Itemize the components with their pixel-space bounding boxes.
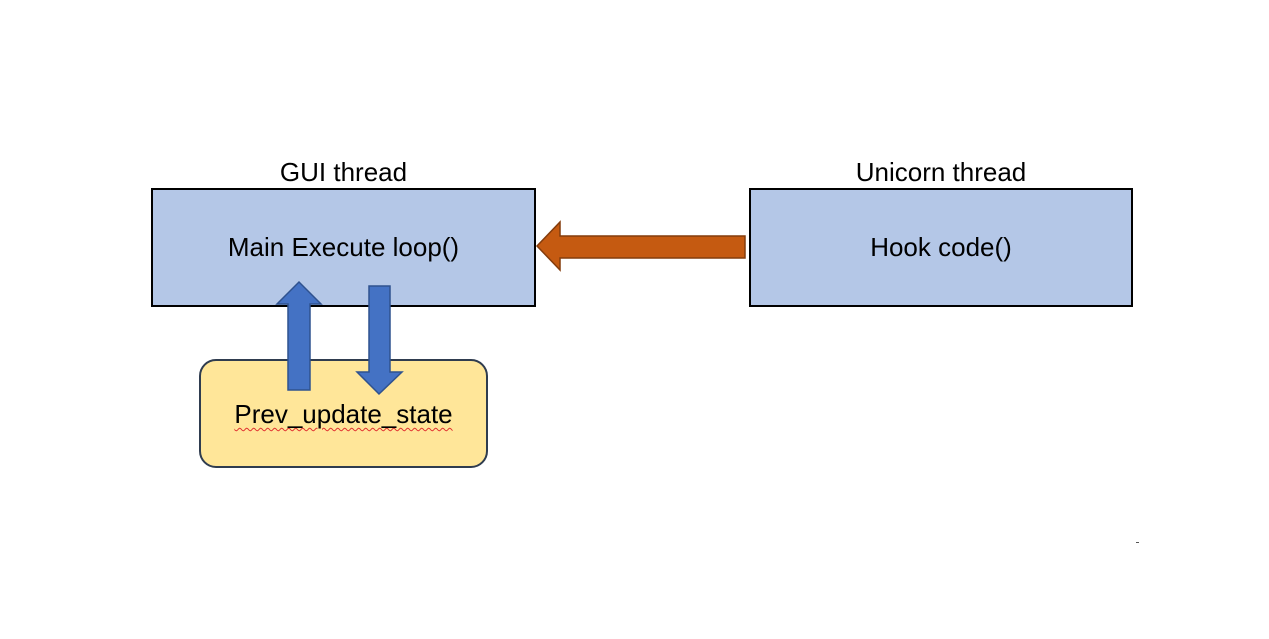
gui-thread-box: [151, 188, 536, 307]
down-arrow-icon: [355, 285, 404, 396]
gui-thread-title: GUI thread: [279, 157, 408, 187]
unicorn-thread-title: Unicorn thread: [855, 157, 1027, 187]
up-arrow-icon: [275, 280, 323, 391]
left-arrow-icon: [535, 220, 746, 272]
unicorn-thread-box: [749, 188, 1133, 307]
hook-code-label: Hook code(): [870, 232, 1012, 262]
prev-update-state-label: Prev_update_state: [200, 399, 487, 429]
prev-update-state-box: [199, 359, 488, 468]
stray-mark: [1136, 542, 1139, 543]
prev-update-state-text: Prev_update_state: [234, 399, 453, 429]
main-execute-loop-label: Main Execute loop(): [227, 232, 460, 262]
